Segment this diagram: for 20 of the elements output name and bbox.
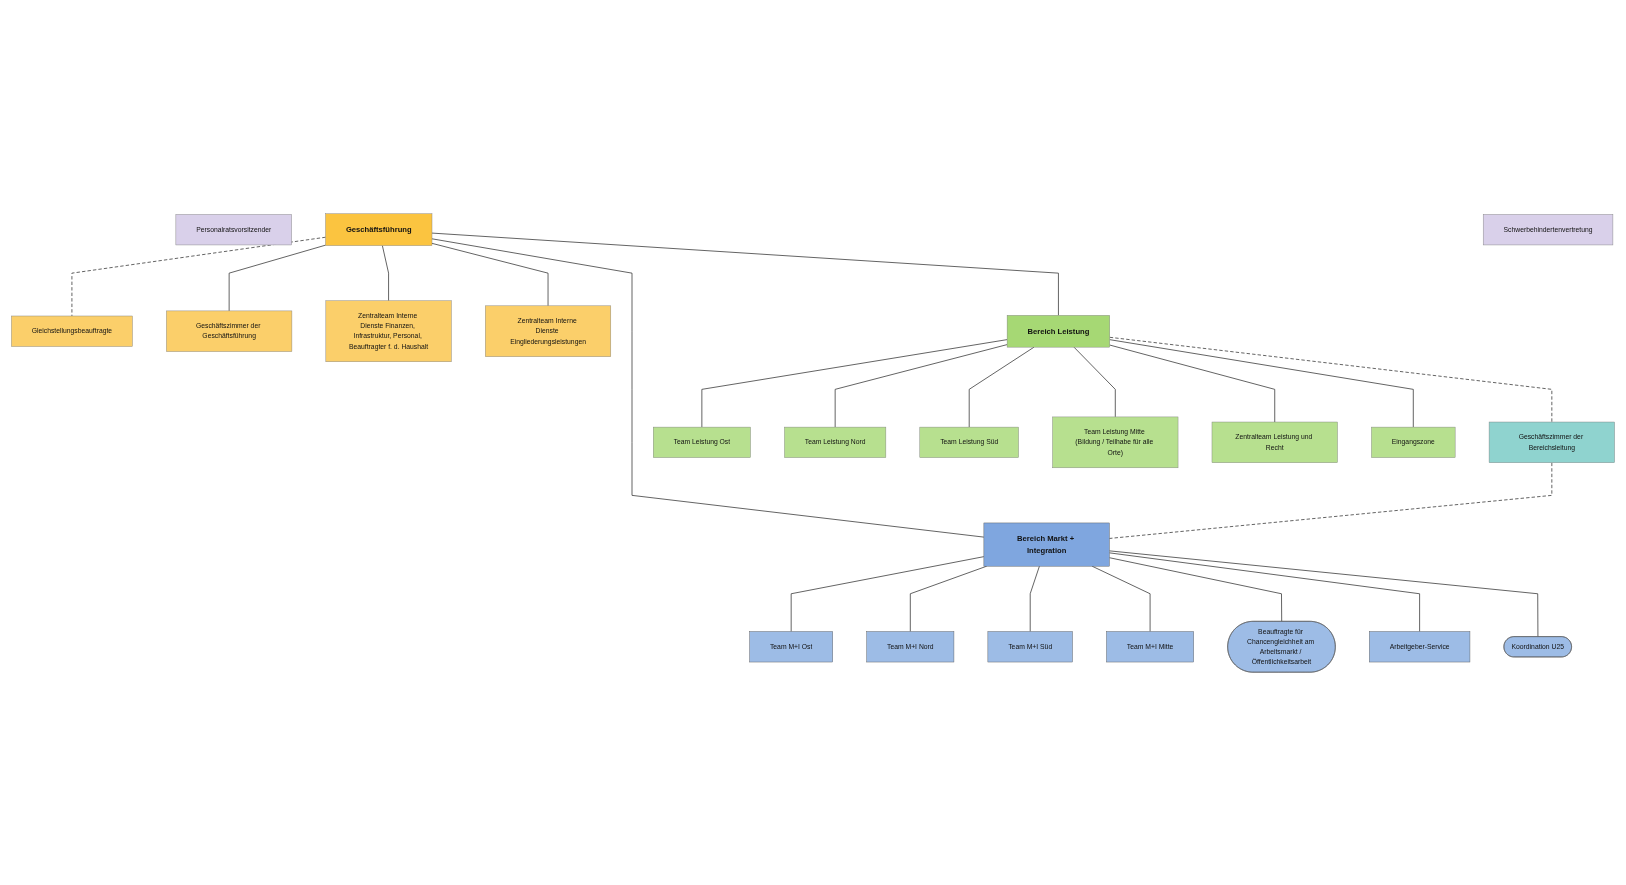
connector	[1109, 338, 1414, 427]
connector	[1109, 344, 1276, 422]
connector	[431, 237, 985, 537]
connector	[431, 242, 549, 306]
connector	[909, 565, 988, 632]
connector	[1109, 461, 1553, 539]
connector	[1109, 551, 1420, 632]
connector	[382, 244, 389, 301]
connector	[1109, 556, 1283, 622]
connector	[1073, 346, 1116, 417]
connector	[228, 244, 326, 311]
connector	[834, 343, 1008, 427]
connector	[1109, 549, 1539, 637]
connector	[701, 338, 1008, 427]
connector	[1029, 565, 1040, 632]
connector	[1109, 336, 1553, 422]
connector	[431, 232, 1059, 316]
connector	[1091, 565, 1151, 632]
connector	[790, 555, 985, 632]
connector	[968, 346, 1035, 427]
